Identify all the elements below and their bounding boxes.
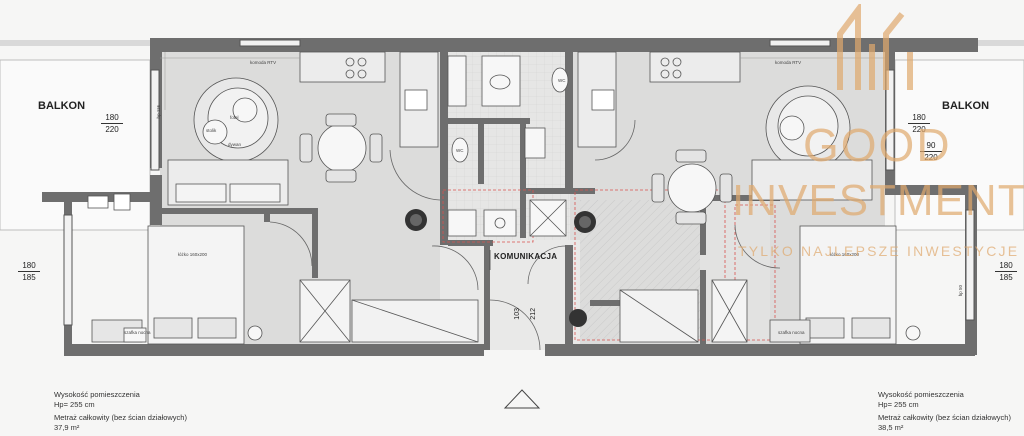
label-wc-a: WC bbox=[558, 78, 566, 83]
hp-50-label: hp 50 bbox=[958, 285, 963, 297]
height-title-right: Wysokość pomieszczenia bbox=[878, 390, 964, 399]
doors bbox=[269, 119, 781, 351]
height-title-left: Wysokość pomieszczenia bbox=[54, 390, 140, 399]
windows bbox=[63, 39, 975, 326]
area-value-right: 38,5 m² bbox=[878, 422, 904, 432]
bedroom-left bbox=[87, 193, 351, 345]
bedroom-right bbox=[711, 225, 921, 345]
label-tv-right: komoda RTV bbox=[775, 60, 802, 65]
label-rug: dywan bbox=[228, 142, 242, 147]
hall-wardrobes bbox=[351, 289, 699, 343]
communication-label: KOMUNIKACJA bbox=[494, 252, 558, 261]
kitchen-right bbox=[577, 51, 741, 148]
label-shoe-left: szafka nocna bbox=[124, 330, 151, 335]
balcony-left-label: BALKON bbox=[38, 100, 86, 112]
hp-115-label: hp 115 bbox=[156, 105, 161, 119]
living-room-left bbox=[167, 77, 383, 206]
label-bed-left: łóżko 160x200 bbox=[178, 252, 208, 257]
entrance-triangle bbox=[503, 389, 541, 409]
door-main-dim-a: 103 bbox=[514, 308, 521, 320]
apartment-right-notes: Wysokość pomieszczenia Hp= 255 cm Metraż… bbox=[878, 390, 1011, 432]
label-armchair: fotel bbox=[230, 115, 239, 120]
exterior-wall-stub-right bbox=[978, 40, 1024, 46]
door-main-dim-b: 212 bbox=[530, 308, 537, 320]
plants bbox=[405, 209, 596, 327]
area-title-left: Metraż całkowity (bez ścian działowych) bbox=[54, 413, 187, 422]
area-title-right: Metraż całkowity (bez ścian działowych) bbox=[878, 413, 1011, 422]
balcony-right bbox=[894, 59, 1024, 231]
bathrooms bbox=[447, 55, 569, 237]
label-wc-b: WC bbox=[456, 148, 464, 153]
label-table: stolik bbox=[206, 128, 217, 133]
area-value-left: 37,9 m² bbox=[54, 422, 80, 432]
living-room-right bbox=[651, 85, 873, 225]
exterior-wall-stub-left bbox=[0, 40, 160, 46]
label-bed-right: łóżko 160x200 bbox=[830, 252, 860, 257]
kitchen-left bbox=[299, 51, 439, 148]
balcony-right-label: BALKON bbox=[942, 100, 990, 112]
label-tv-left: komoda RTV bbox=[250, 60, 277, 65]
apartment-left-notes: Wysokość pomieszczenia Hp= 255 cm Metraż… bbox=[54, 390, 187, 432]
label-shoe-right: szafka nocna bbox=[778, 330, 805, 335]
height-value-right: Hp= 255 cm bbox=[878, 399, 919, 409]
height-value-left: Hp= 255 cm bbox=[54, 399, 95, 409]
